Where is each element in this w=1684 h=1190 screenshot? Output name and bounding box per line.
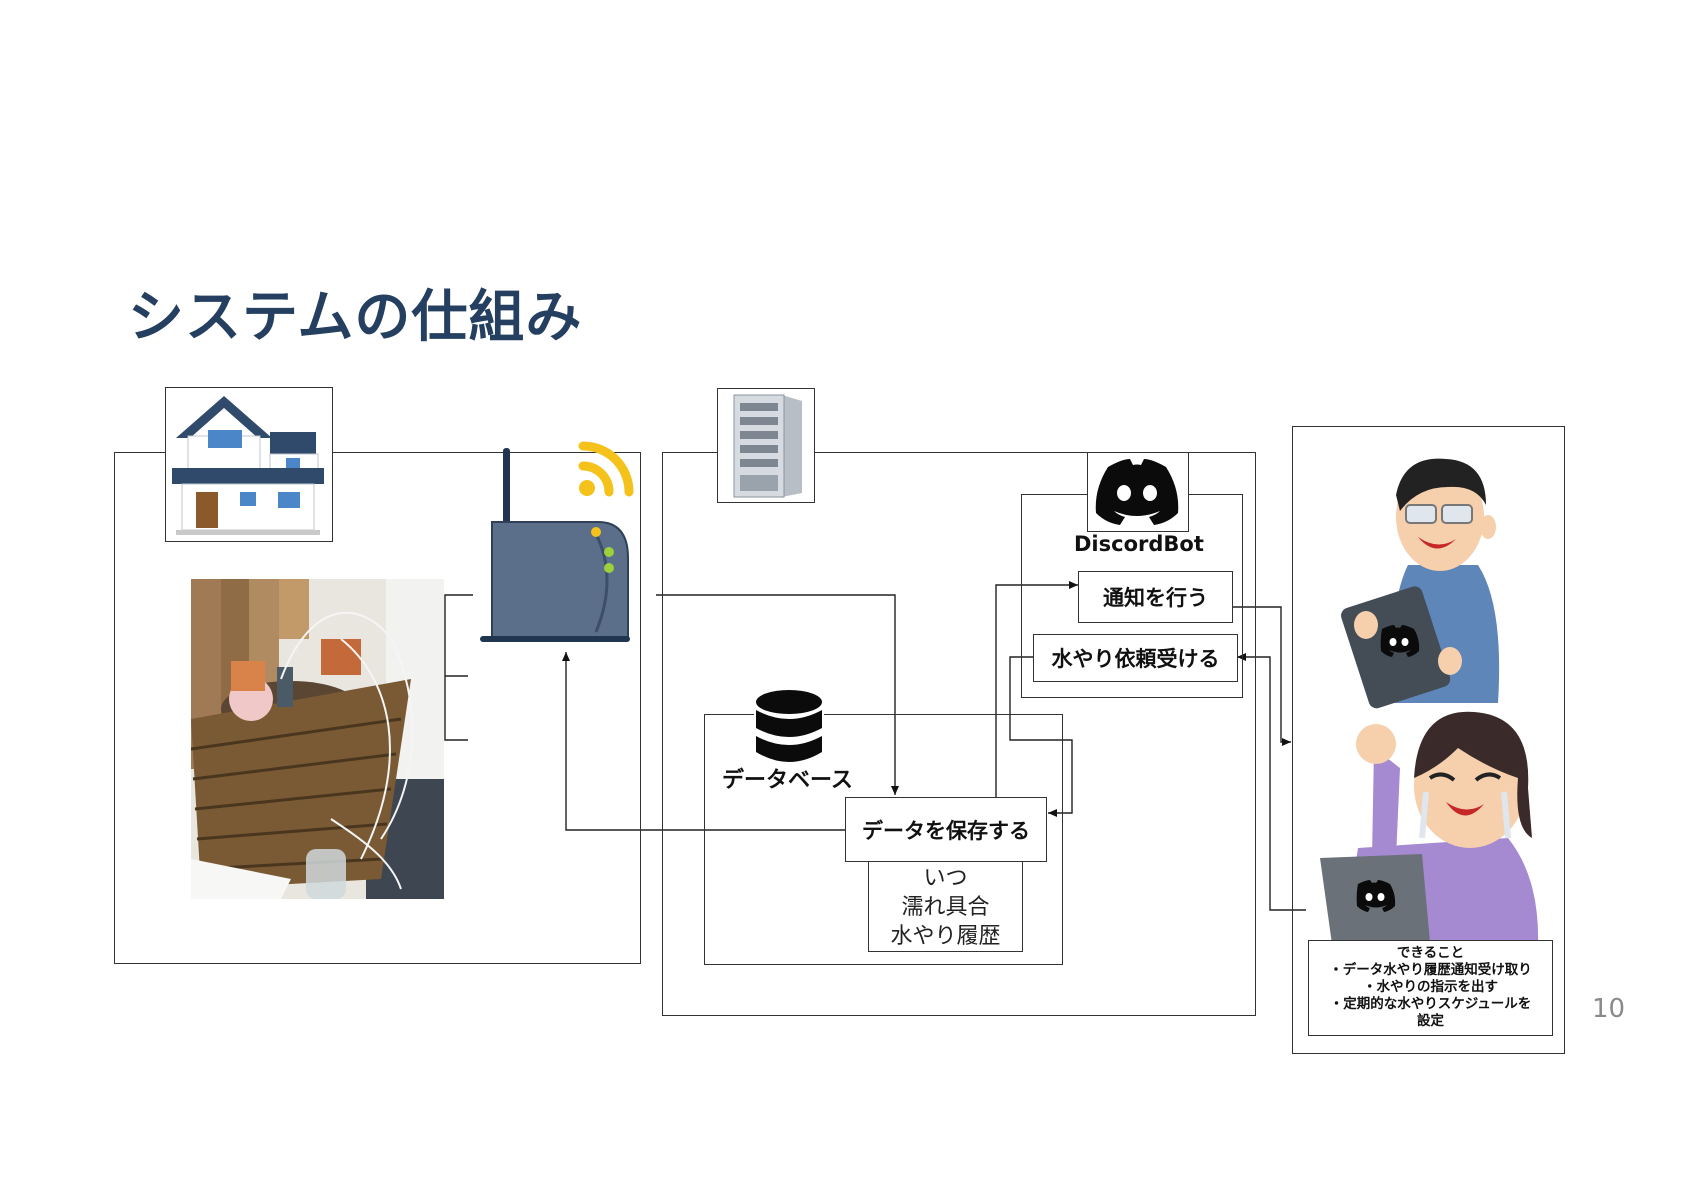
angry-woman-with-laptop — [1318, 708, 1548, 946]
database-icon — [756, 690, 822, 762]
field-wetness: 濡れ具合 — [901, 895, 990, 920]
notify-box: 通知を行う — [1078, 571, 1233, 623]
discord-icon-box — [1087, 452, 1189, 532]
capabilities-box: できること ・データ水やり履歴通知受け取り ・水やりの指示を出す ・定期的な水や… — [1308, 940, 1553, 1036]
angry-woman-with-laptop-icon — [1320, 711, 1539, 946]
house-icon — [172, 396, 324, 535]
watering-request-box: 水やり依頼受ける — [1033, 634, 1238, 682]
capability-schedule-watering: ・定期的な水やりスケジュールを — [1329, 996, 1532, 1012]
server-frame — [662, 452, 1256, 1016]
field-watering-history: 水やり履歴 — [890, 924, 1001, 949]
database-label: データベース — [722, 768, 853, 793]
wifi-router-icon — [480, 448, 630, 642]
wifi-router — [478, 448, 638, 648]
capabilities-heading: できること — [1396, 945, 1465, 961]
wifi-signal — [577, 438, 643, 498]
angry-man-with-tablet — [1341, 455, 1506, 709]
angry-man-with-tablet-icon — [1341, 458, 1500, 709]
capability-receive-notifications: ・データ水やり履歴通知受け取り — [1329, 962, 1532, 978]
server-rack-icon — [733, 394, 802, 498]
database-frame — [704, 714, 1063, 965]
discord-bot-label: DiscordBot — [1074, 532, 1204, 556]
home-frame — [114, 452, 641, 964]
database-fields-box: いつ 濡れ具合 水やり履歴 — [868, 860, 1023, 952]
server-icon-box — [717, 388, 815, 503]
discord-icon — [1095, 459, 1179, 525]
wifi-signal-icon — [578, 441, 634, 497]
capability-schedule-watering-cont: 設定 — [1417, 1013, 1444, 1029]
page-number: 10 — [1592, 994, 1626, 1024]
database-icon-wrap — [754, 688, 824, 768]
users-frame — [1292, 426, 1565, 1054]
save-data-box: データを保存する — [845, 797, 1047, 862]
house-icon-box — [165, 387, 333, 542]
capability-give-watering-instruction: ・水やりの指示を出す — [1363, 979, 1498, 995]
field-when: いつ — [923, 866, 968, 891]
plant-basket-photo — [191, 579, 444, 899]
slide-title: システムの仕組み — [128, 285, 583, 350]
